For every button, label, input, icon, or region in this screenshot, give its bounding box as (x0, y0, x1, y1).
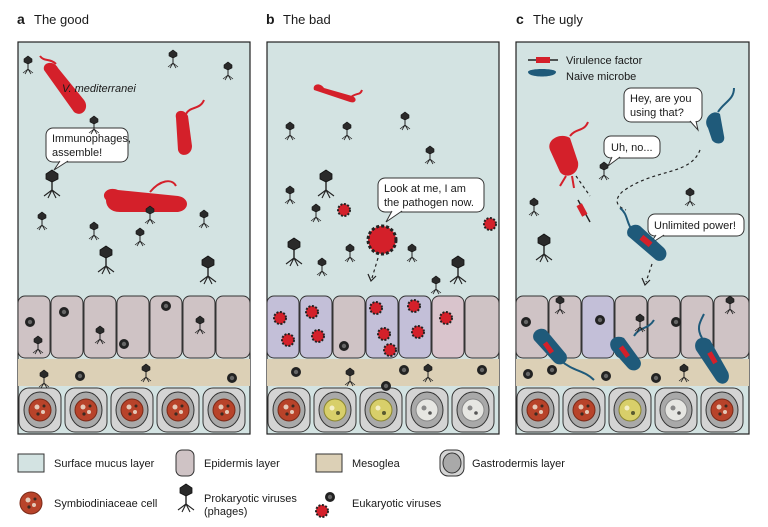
panel-a-epidermis-layer (17, 295, 251, 359)
species-label: V. mediterranei (62, 83, 136, 95)
key-naive-label: Naive microbe (566, 71, 636, 83)
panel-a-speech-bubble: Immunophages, assemble! (45, 127, 131, 171)
panel-c-invading-microbes (533, 313, 729, 384)
legend-prokaryotic: Prokaryotic viruses (phages) (177, 483, 297, 518)
bubble-b-line2: the pathogen now. (384, 197, 474, 209)
legend: Surface mucus layer Epidermis layer Meso… (17, 449, 565, 518)
legend-gastrodermis-label: Gastrodermis layer (472, 458, 565, 470)
legend-symbio: Symbiodiniaceae cell (19, 491, 157, 515)
panel-b-header: b The bad (266, 11, 331, 27)
panel-a-letter: a (17, 11, 25, 27)
legend-mesoglea: Mesoglea (315, 453, 401, 473)
panel-b-title: The bad (283, 12, 331, 27)
panel-a-title: The good (34, 12, 89, 27)
panel-b-gastrodermis (267, 387, 495, 433)
panel-b: Look at me, I am the pathogen now. (266, 41, 500, 435)
legend-prok-line1: Prokaryotic viruses (204, 493, 297, 505)
naive-microbe-icon (528, 69, 556, 77)
panel-c-title: The ugly (533, 12, 583, 27)
bubble-c-question-line1: Hey, are you (630, 93, 692, 105)
virulence-factor-icon (536, 57, 550, 63)
panel-a-header: a The good (17, 11, 89, 27)
legend-prok-line2: (phages) (204, 506, 247, 518)
bubble-a-line1: Immunophages, (52, 133, 131, 145)
panel-b-speech-bubble: Look at me, I am the pathogen now. (377, 177, 485, 223)
panel-c-gastrodermis (516, 387, 744, 433)
panel-b-letter: b (266, 11, 275, 27)
panel-c: Virulence factor Naive microbe Hey, are … (515, 41, 750, 435)
legend-symbio-label: Symbiodiniaceae cell (54, 498, 157, 510)
panel-b-epidermis-layer (266, 295, 500, 359)
bubble-c-power: Unlimited power! (654, 220, 736, 232)
panel-b-mesoglea (267, 359, 499, 386)
panel-c-letter: c (516, 11, 524, 27)
legend-epidermis: Epidermis layer (175, 449, 280, 477)
pathogen-virus (366, 224, 398, 256)
legend-mesoglea-label: Mesoglea (352, 458, 401, 470)
panel-a: V. mediterranei Immunophages, assemble! (17, 41, 251, 435)
panel-a-gastrodermis (18, 387, 246, 433)
legend-surface-mucus-label: Surface mucus layer (54, 458, 155, 470)
legend-eukaryotic: Eukaryotic viruses (315, 492, 442, 518)
panel-c-key: Virulence factor Naive microbe (528, 55, 643, 83)
panel-a-mesoglea (18, 359, 250, 386)
naive-microbe-top (706, 112, 725, 144)
panel-c-question-bubble: Hey, are you using that? (623, 87, 703, 132)
legend-surface-mucus: Surface mucus layer (17, 453, 155, 473)
panel-c-header: c The ugly (516, 11, 583, 27)
bubble-c-reply: Uh, no... (611, 142, 653, 154)
legend-euk-label: Eukaryotic viruses (352, 498, 442, 510)
legend-epidermis-label: Epidermis layer (204, 458, 280, 470)
panel-c-pathogen (549, 135, 579, 176)
bubble-c-question-line2: using that? (630, 107, 684, 119)
key-virulence-label: Virulence factor (566, 55, 643, 67)
bubble-a-line2: assemble! (52, 147, 102, 159)
vibrio-bacteria (39, 55, 205, 212)
free-virulence-factor (576, 203, 588, 217)
bubble-b-line1: Look at me, I am (384, 183, 466, 195)
panel-b-bacterium (313, 84, 356, 103)
panel-c-reply-bubble: Uh, no... (603, 135, 661, 168)
legend-gastrodermis: Gastrodermis layer (439, 449, 565, 477)
